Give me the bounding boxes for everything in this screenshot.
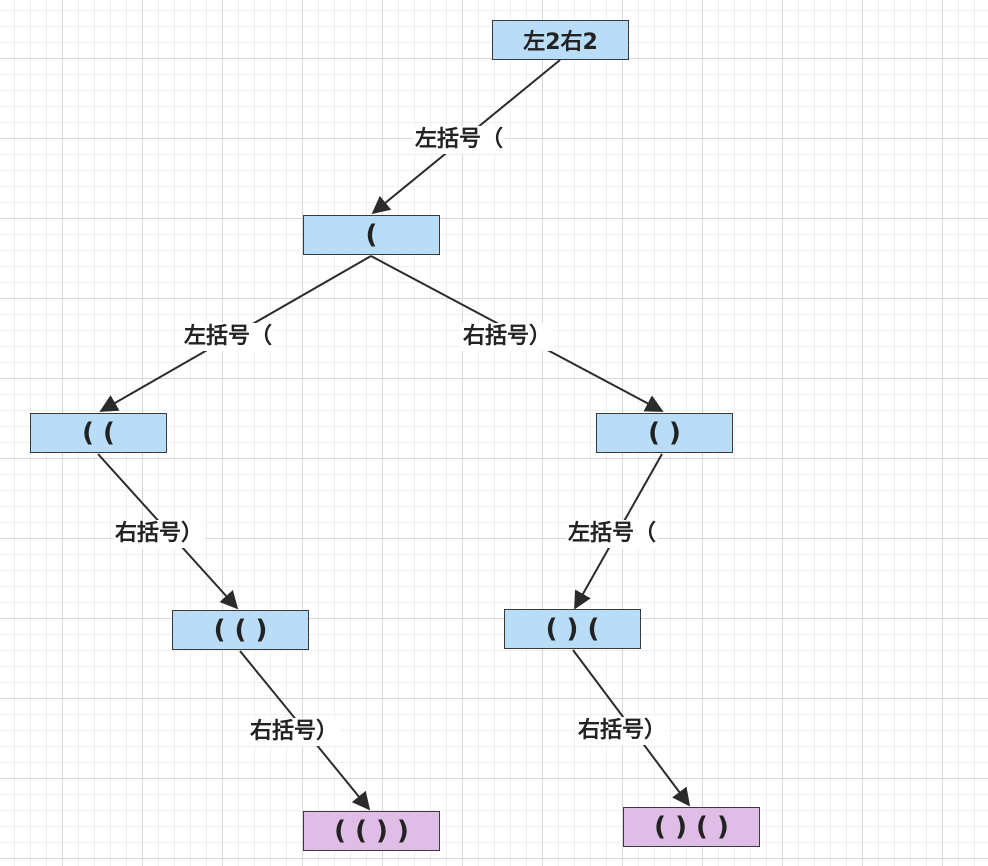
leaf-node-2[interactable]: ( ) ( ) bbox=[623, 807, 760, 847]
node-root[interactable]: 左2右2 bbox=[492, 20, 629, 60]
edge-label-root-n1: 左括号（ bbox=[413, 126, 506, 154]
node-open-close[interactable]: ( ) bbox=[596, 413, 733, 453]
edge-label-n4-leaf1: 右括号） bbox=[248, 718, 341, 746]
node-open-open[interactable]: ( ( bbox=[30, 413, 167, 453]
node-open[interactable]: ( bbox=[303, 215, 440, 255]
edge-label-n2-n4: 右括号） bbox=[113, 520, 206, 548]
edge-label-n1-n3: 右括号） bbox=[461, 323, 554, 351]
node-open-close-open[interactable]: ( ) ( bbox=[504, 609, 641, 649]
node-open-open-close[interactable]: ( ( ) bbox=[172, 610, 309, 650]
edge-label-n3-n5: 左括号（ bbox=[566, 520, 659, 548]
edge-label-n5-leaf2: 右括号） bbox=[576, 717, 669, 745]
edge-label-n1-n2: 左括号（ bbox=[182, 323, 275, 351]
leaf-node-1[interactable]: ( ( ) ) bbox=[303, 811, 440, 851]
